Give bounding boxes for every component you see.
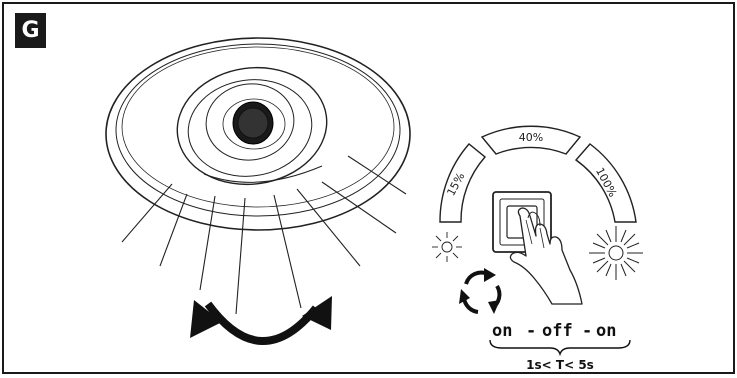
timing-condition: 1s< T< 5s [526,358,594,372]
bright-light-icon [589,226,643,280]
dimmer-arcs [439,125,637,223]
seq-step-on-1: on [492,321,512,341]
figure-label: G [15,13,46,48]
level-label-mid: 40% [519,131,543,144]
rotate-arrows-icon [190,296,332,345]
seq-separator-1: - [526,321,536,341]
arc-segment-low [439,143,487,223]
hand-press-icon [509,207,583,305]
seq-step-on-2: on [596,321,616,341]
seq-step-off: off [542,321,573,341]
seq-separator-2: - [582,321,592,341]
figure-frame: G [2,2,735,374]
arc-segment-mid [480,125,582,155]
illustration: 15% 40% 100% [105,37,643,372]
arc-segment-high [574,143,637,223]
light-rays [121,155,407,315]
light-fixture-icon [105,37,411,231]
timing-brace [489,339,631,357]
dim-light-icon [432,232,462,262]
svg-text:on - off -: on - off - on [492,321,616,341]
